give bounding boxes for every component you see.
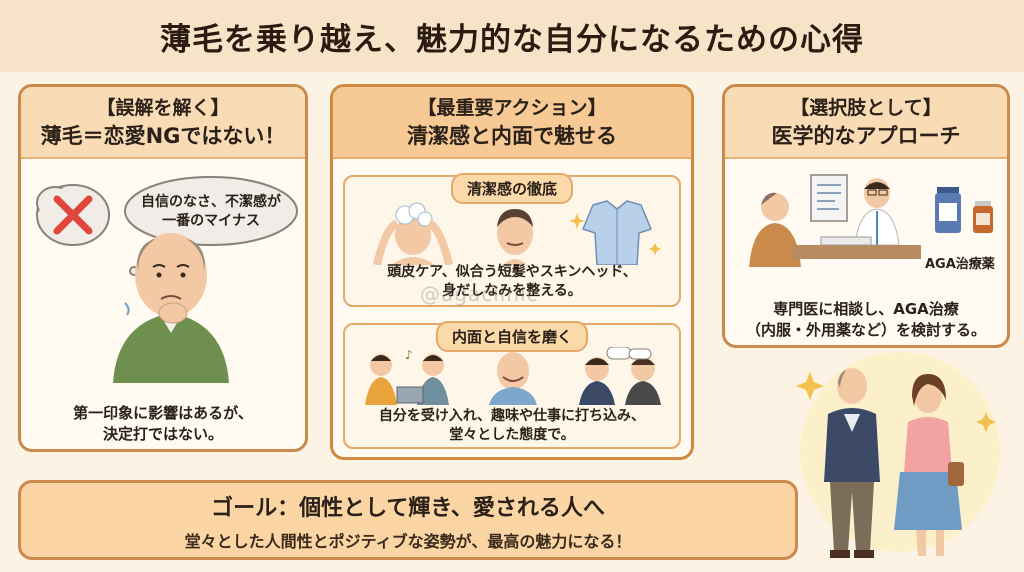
- action-heading-tag: 【最重要アクション】: [417, 97, 607, 119]
- medical-panel: 【選択肢として】 医学的なアプローチ: [722, 84, 1010, 348]
- talking-people: [579, 347, 661, 405]
- aga-medicine-label: AGA治療薬: [925, 257, 995, 272]
- medical-caption: 専門医に相談し、AGA治療 （内服・外用薬など）を検討する。: [725, 299, 1007, 341]
- short-hair-man: [497, 209, 533, 265]
- misconception-caption: 第一印象に影響はあるが、 決定打ではない。: [21, 403, 305, 445]
- cleanliness-tag: 清潔感の徹底: [450, 173, 574, 204]
- sparkle-icon: [796, 372, 996, 432]
- page-title: 薄毛を乗り越え、魅力的な自分になるための心得: [160, 21, 864, 58]
- goal-subtitle: 堂々とした人間性とポジティブな姿勢が、最高の魅力になる！: [184, 532, 632, 551]
- patient: [749, 192, 801, 267]
- caption-line-1: 頭皮ケア、似合う短髪やスキンヘッド、: [387, 264, 637, 280]
- worried-man-illustration: [36, 176, 298, 383]
- action-panel: 【最重要アクション】 清潔感と内面で魅せる 清潔感の徹底: [330, 84, 694, 460]
- woman-walking: [894, 374, 964, 556]
- clipboard-icon: [810, 174, 848, 222]
- misconception-header: 【誤解を解く】 薄毛＝恋愛NGではない！: [21, 87, 305, 159]
- medicine-bottles-icon: [935, 187, 993, 233]
- goal-title: ゴール：個性として輝き、愛される人へ: [211, 496, 605, 521]
- misconception-heading: 薄毛＝恋愛NGではない！: [40, 124, 286, 148]
- medical-heading: 医学的なアプローチ: [771, 124, 961, 148]
- svg-text:♪: ♪: [405, 348, 413, 362]
- confidence-illustration: ♪: [365, 347, 661, 405]
- hobby-people: ♪: [365, 348, 449, 405]
- inner-confidence-box: 内面と自信を磨く ♪: [343, 321, 681, 449]
- shampoo-man: [373, 202, 453, 265]
- happy-couple-illustration: [796, 352, 1000, 558]
- action-header: 【最重要アクション】 清潔感と内面で魅せる: [333, 87, 691, 159]
- inner-confidence-tag: 内面と自信を磨く: [435, 321, 589, 352]
- thought-bubble-text: 自信のなさ、不潔感が 一番のマイナス: [121, 193, 301, 231]
- caption-line-1: 自分を受け入れ、趣味や仕事に打ち込み、: [378, 408, 646, 424]
- smiling-bald-man: [489, 352, 537, 405]
- medical-heading-tag: 【選択肢として】: [790, 97, 942, 119]
- man-walking: [824, 368, 880, 558]
- caption-line-2: 決定打ではない。: [102, 425, 223, 443]
- clean-shirt-icon: [569, 200, 661, 265]
- bubble-line-1: 自信のなさ、不潔感が: [141, 194, 281, 210]
- bubble-line-2: 一番のマイナス: [162, 213, 260, 229]
- worried-man: [113, 233, 229, 383]
- action-heading: 清潔感と内面で魅せる: [407, 124, 617, 148]
- caption-line-2: 堂々とした態度で。: [449, 427, 575, 443]
- watermark: @agaclinic: [420, 282, 539, 306]
- desk: [791, 236, 921, 259]
- doctor: [854, 178, 900, 246]
- goal-banner: ゴール：個性として輝き、愛される人へ 堂々とした人間性とポジティブな姿勢が、最高…: [18, 480, 798, 560]
- thought-cloud-cross-icon: [36, 184, 110, 246]
- inner-confidence-caption: 自分を受け入れ、趣味や仕事に打ち込み、 堂々とした態度で。: [345, 407, 679, 445]
- caption-line-1: 第一印象に影響はあるが、: [73, 404, 253, 422]
- misconception-panel: 【誤解を解く】 薄毛＝恋愛NGではない！: [18, 84, 308, 452]
- title-bar: 薄毛を乗り越え、魅力的な自分になるための心得: [0, 0, 1024, 72]
- grooming-illustration: [373, 200, 661, 265]
- caption-line-2: （内服・外用薬など）を検討する。: [745, 321, 986, 339]
- caption-line-1: 専門医に相談し、AGA治療: [773, 300, 959, 318]
- cleanliness-box: 清潔感の徹底: [343, 173, 681, 307]
- caption-line-2: 身だしなみを整える。: [442, 283, 582, 299]
- medical-header: 【選択肢として】 医学的なアプローチ: [725, 87, 1007, 159]
- doctor-consultation-illustration: [749, 174, 993, 267]
- misconception-heading-tag: 【誤解を解く】: [96, 97, 230, 119]
- cleanliness-caption: 頭皮ケア、似合う短髪やスキンヘッド、 身だしなみを整える。: [345, 263, 679, 301]
